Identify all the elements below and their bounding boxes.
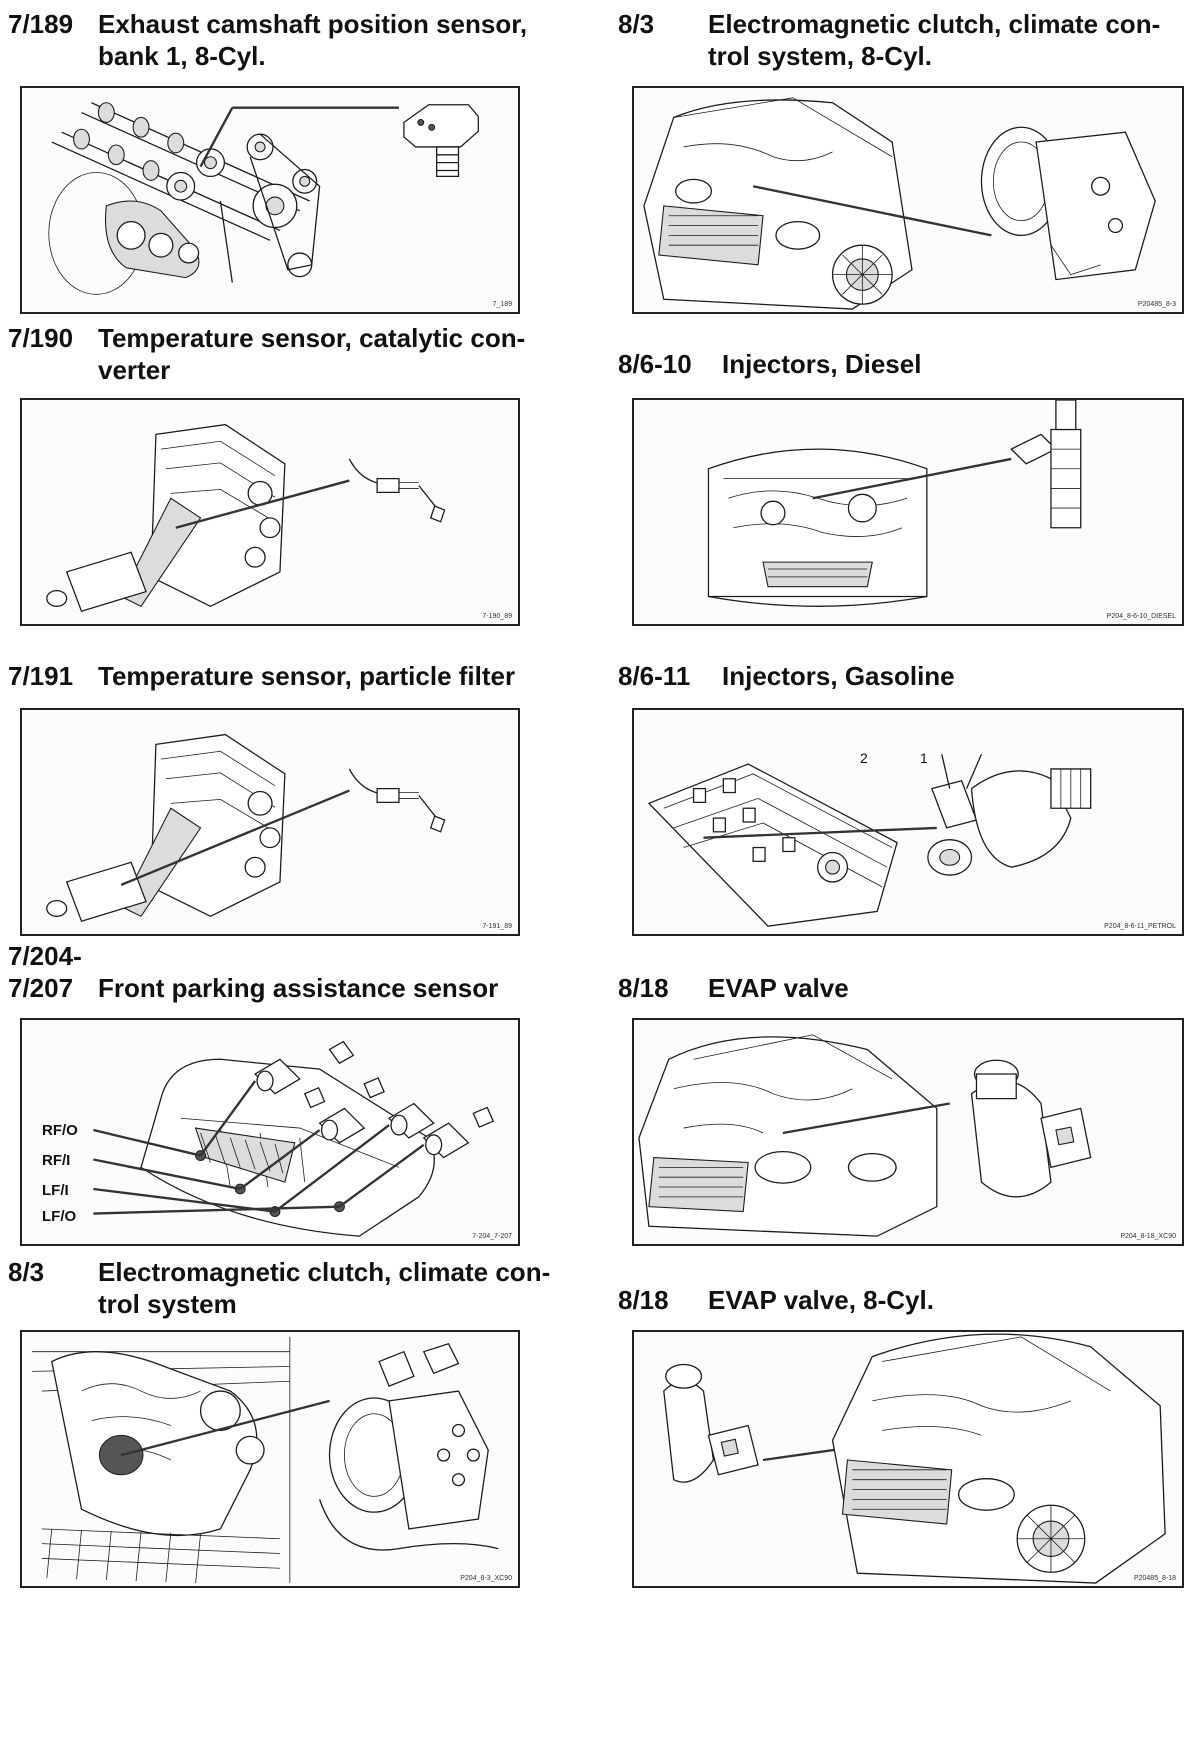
entry-heading-8-6-10: 8/6-10 Injectors, Diesel xyxy=(618,348,1188,380)
entry-heading-7-204-7-207: 7/204- 7/207 Front parking assistance se… xyxy=(8,940,548,1004)
callout-lf-i: LF/I xyxy=(42,1182,69,1199)
entry-heading-8-3-climate: 8/3 Electromagnetic clutch, climate con-… xyxy=(8,1256,551,1320)
entry-title-line2: verter xyxy=(98,355,171,385)
entry-title-line1: Electromagnetic clutch, climate con- xyxy=(708,9,1161,39)
entry-code: 8/3 xyxy=(8,1257,45,1287)
figure-electromagnetic-clutch: P204_8-3_XC90 xyxy=(20,1330,520,1588)
entry-code-line1: 7/204- xyxy=(8,941,82,971)
entry-title-line1: Front parking assistance sensor xyxy=(98,973,499,1003)
entry-title-line1: Injectors, Diesel xyxy=(722,349,922,379)
entry-code: 8/6-10 xyxy=(618,349,692,379)
entry-title-line2: trol system xyxy=(98,1289,237,1319)
entry-heading-7-191: 7/191 Temperature sensor, particle filte… xyxy=(8,660,548,692)
callout-2: 2 xyxy=(860,750,868,766)
figure-reference: P204_8-18_XC90 xyxy=(1120,1233,1176,1240)
entry-title-line2: bank 1, 8-Cyl. xyxy=(98,41,266,71)
callout-rf-o: RF/O xyxy=(42,1122,78,1139)
entry-heading-8-18-8cyl: 8/18 EVAP valve, 8-Cyl. xyxy=(618,1284,1188,1316)
figure-injectors-gasoline: 2 1 P204_8-6-11_PETROL xyxy=(632,708,1184,936)
entry-title-line1: Exhaust camshaft position sensor, xyxy=(98,9,528,39)
entry-code: 7/190 xyxy=(8,323,74,353)
figure-reference: 7-190_89 xyxy=(482,613,512,620)
figure-evap-valve: P204_8-18_XC90 xyxy=(632,1018,1184,1246)
entry-title-line1: Injectors, Gasoline xyxy=(722,661,955,691)
entry-heading-7-190: 7/190 Temperature sensor, catalytic con-… xyxy=(8,322,548,386)
figure-reference: 7-191_89 xyxy=(482,923,512,930)
figure-reference: P20485_8-3 xyxy=(1137,301,1176,308)
entry-title-line1: Electromagnetic clutch, climate con- xyxy=(98,1257,551,1287)
callout-lf-o: LF/O xyxy=(42,1208,77,1225)
figure-catalytic-converter-temp-sensor: 7-190_89 xyxy=(20,398,520,626)
figure-reference: P204_8-6-11_PETROL xyxy=(1104,923,1176,930)
figure-reference: 7-204_7-207 xyxy=(472,1233,512,1240)
entry-code: 8/6-11 xyxy=(618,661,691,691)
figure-reference: P204_8-6-10_DIESEL xyxy=(1106,613,1176,620)
entry-code: 8/18 xyxy=(618,973,669,1003)
figure-evap-valve-8cyl: P20485_8-18 xyxy=(632,1330,1184,1588)
entry-code: 8/18 xyxy=(618,1285,669,1315)
figure-injectors-diesel: P204_8-6-10_DIESEL xyxy=(632,398,1184,626)
figure-reference: P20485_8-18 xyxy=(1133,1575,1176,1582)
entry-heading-8-3-climate-8cyl: 8/3 Electromagnetic clutch, climate con-… xyxy=(618,8,1188,72)
entry-title-line1: Temperature sensor, particle filter xyxy=(98,661,516,691)
entry-heading-7-189: 7/189 Exhaust camshaft position sensor, … xyxy=(8,8,548,72)
callout-rf-i: RF/I xyxy=(42,1152,71,1169)
entry-code: 7/207 xyxy=(8,973,74,1003)
figure-electromagnetic-clutch-8cyl: P20485_8-3 xyxy=(632,86,1184,314)
entry-heading-8-6-11: 8/6-11 Injectors, Gasoline xyxy=(618,660,1188,692)
entry-title-line1: EVAP valve, 8-Cyl. xyxy=(708,1285,934,1315)
entry-heading-8-18: 8/18 EVAP valve xyxy=(618,972,1188,1004)
entry-code: 7/191 xyxy=(8,661,74,691)
entry-title-line1: EVAP valve xyxy=(708,973,849,1003)
entry-title-line1: Temperature sensor, catalytic con- xyxy=(98,323,526,353)
figure-reference: 7_189 xyxy=(492,301,512,308)
entry-code: 8/3 xyxy=(618,9,655,39)
entry-code: 7/189 xyxy=(8,9,74,39)
callout-1: 1 xyxy=(920,750,928,766)
entry-title-line2: trol system, 8-Cyl. xyxy=(708,41,932,71)
figure-front-parking-sensors: RF/O RF/I LF/I LF/O 7-204_7-207 xyxy=(20,1018,520,1246)
figure-exhaust-camshaft-sensor: 7_189 xyxy=(20,86,520,314)
figure-reference: P204_8-3_XC90 xyxy=(460,1575,512,1582)
figure-particle-filter-temp-sensor: 7-191_89 xyxy=(20,708,520,936)
